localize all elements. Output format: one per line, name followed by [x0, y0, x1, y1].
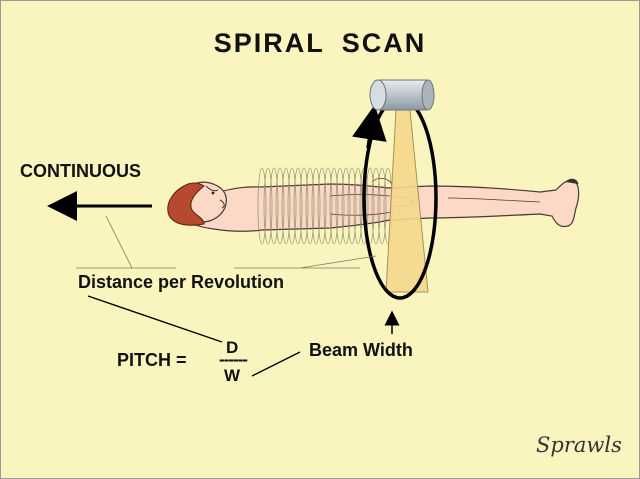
pitch-fraction-bar: ------: [219, 350, 248, 369]
continuous-label: CONTINUOUS: [20, 161, 141, 181]
diagram-title: SPIRAL SCAN: [213, 28, 427, 58]
pitch-formula-lhs: PITCH =: [117, 350, 187, 370]
distance-guide-lines: [76, 215, 377, 269]
pitch-numerator: D: [226, 338, 239, 357]
beam-to-w-connector: [251, 351, 301, 377]
helical-scan-path: [257, 167, 393, 245]
beam-width-label: Beam Width: [309, 340, 413, 360]
distance-to-d-connector: [87, 295, 223, 343]
author-signature: Sprawls: [536, 433, 622, 457]
pitch-denominator: W: [224, 366, 241, 385]
rotation-arrow-icon: [352, 104, 387, 149]
xray-tube-icon: [369, 79, 435, 111]
distance-per-revolution-label: Distance per Revolution: [78, 272, 285, 292]
